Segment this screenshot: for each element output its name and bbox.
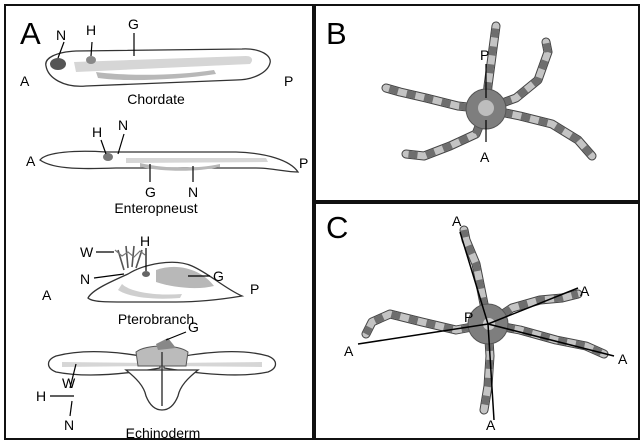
enteropneust-label-a: A [26,153,36,169]
enteropneust-caption: Enteropneust [114,200,197,216]
pterobranch-diagram: W H N G A P Pterobranch [42,233,259,327]
panel-a: A N H G A P Chordate [4,4,314,440]
panel-c-label-a-2: A [580,283,590,299]
symmetry-axis-line-5 [358,324,488,344]
enteropneust-label-g: G [145,184,156,200]
pterobranch-caption: Pterobranch [118,311,194,327]
enteropneust-heart [103,153,113,161]
chordate-label-a: A [20,73,30,89]
panel-c-label-a-3: A [618,351,628,367]
chordate-label-h: H [86,22,96,38]
echinoderm-caption: Echinoderm [126,425,201,440]
pterobranch-label-h: H [140,233,150,249]
panel-c-brittle-star: P A A A A A [316,204,640,440]
echinoderm-label-w: W [62,375,76,391]
pterobranch-label-w: W [80,244,94,260]
enteropneust-label-n-top: N [118,117,128,133]
panel-b-label-p: P [480,47,489,63]
panel-c: C P A A A A A [314,202,640,440]
chordate-diagram: N H G A P Chordate [20,16,293,107]
chordate-label-n: N [56,27,66,43]
pterobranch-tentacles [118,246,142,270]
echinoderm-label-n: N [64,417,74,433]
pterobranch-label-n: N [80,271,90,287]
chordate-label-p: P [284,73,293,89]
panel-b: B P A [314,4,640,202]
panel-c-label-a-4: A [486,417,496,433]
chordate-caption: Chordate [127,91,185,107]
pterobranch-label-g: G [213,268,224,284]
panel-c-label-p: P [464,309,473,325]
echinoderm-label-h: H [36,388,46,404]
panel-c-label-a-5: A [344,343,354,359]
brittle-star-b-mouth [478,100,494,116]
panel-b-brittle-star: P A [316,6,640,202]
chordate-heart [86,56,96,64]
pterobranch-heart [142,271,150,277]
symmetry-axis-line-3 [488,324,614,356]
enteropneust-label-n-bottom: N [188,184,198,200]
chordate-label-g: G [128,16,139,32]
symmetry-axis-line-2 [488,288,578,324]
panel-b-label-a: A [480,149,490,165]
enteropneust-diagram: H N G N A P Enteropneust [26,117,308,216]
chordate-nerve-organ [50,58,66,70]
pterobranch-label-a: A [42,287,52,303]
echinoderm-diagram: G W H N Echinoderm [36,319,276,440]
pterobranch-label-p: P [250,281,259,297]
panel-c-label-a-1: A [452,213,462,229]
enteropneust-label-h: H [92,124,102,140]
enteropneust-label-p: P [299,155,308,171]
panel-a-drawings: N H G A P Chordate H N G N [6,6,314,440]
echinoderm-label-g: G [188,319,199,335]
